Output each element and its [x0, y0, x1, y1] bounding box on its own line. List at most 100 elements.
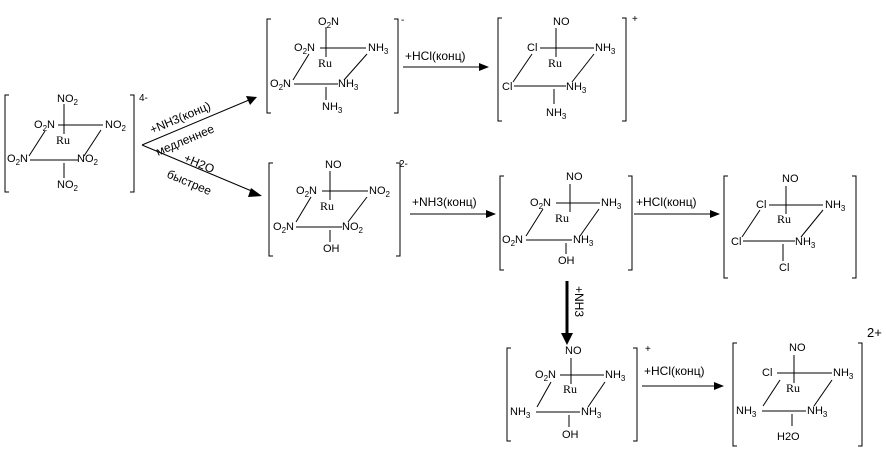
metal-center: Ru	[320, 199, 334, 213]
bracket-left	[499, 175, 504, 271]
bond	[525, 208, 544, 237]
metal-center: Ru	[786, 381, 800, 395]
arrow-hcl-3: +HCl(конц)	[642, 364, 724, 390]
metal-center: Ru	[777, 212, 791, 226]
charge-label: +	[645, 344, 651, 355]
ligand-lower-left: O2N	[273, 221, 294, 235]
bond	[83, 129, 102, 157]
ligand-lower-mid: NO2	[77, 153, 99, 167]
ligand-bottom: NO2	[57, 179, 79, 193]
complex-1: 4- NO2 O2N NO2 Ru O2N NO2 NO2	[4, 93, 148, 193]
bond	[579, 208, 600, 237]
bond	[813, 379, 833, 407]
ligand-lower-right: NH3	[795, 236, 816, 250]
ligand-lower-left: O2N	[270, 78, 291, 92]
bond	[347, 196, 368, 223]
complex-5: NO O2N NH3 Ru O2N NH3 OH	[499, 171, 633, 271]
arrow-label-above: +NH3(конц)	[412, 195, 477, 209]
ligand-bottom: H2O	[777, 431, 800, 443]
ligand-left: O2N	[294, 42, 315, 56]
ligand-right: NO2	[105, 119, 127, 133]
ligand-lower-right: NH3	[807, 405, 828, 419]
bond	[762, 379, 781, 407]
arrow-hcl-1: +HCl(конц)	[403, 49, 489, 71]
ligand-lower-right: NH3	[566, 81, 587, 95]
ligand-left: Cl	[762, 367, 772, 379]
complex-6: NO Cl NH3 Ru Cl NH3 Cl	[723, 173, 857, 279]
ligand-top: NO	[789, 342, 806, 354]
ligand-lower-right: NO2	[342, 221, 364, 235]
bond	[343, 53, 368, 81]
bracket-right	[628, 175, 633, 271]
bond	[28, 130, 46, 157]
ligand-top: NO	[553, 16, 570, 28]
ligand-right: NH3	[605, 369, 626, 383]
ligand-left: O2N	[296, 185, 317, 199]
metal-center: Ru	[548, 56, 562, 70]
bond	[536, 381, 552, 408]
ligand-left: O2N	[535, 369, 556, 383]
bond	[741, 209, 761, 238]
complex-8: 2+ NO Cl NH3 Ru NH3 NH3 H2O	[732, 325, 882, 447]
arrow-nh3-slower: +NH3(конц) медленнее	[141, 96, 257, 159]
bracket-right	[633, 347, 638, 442]
arrow-label-above: +H2O	[182, 151, 217, 176]
ligand-top: NO	[782, 173, 799, 185]
bracket-left	[268, 162, 273, 257]
bond	[571, 53, 595, 83]
ligand-bottom: OH	[562, 429, 579, 441]
charge-label: +	[632, 14, 638, 25]
ligand-lower-right: NH3	[581, 406, 602, 420]
complex-3: + NO Cl NH3 Ru Cl NH3 NH3	[497, 14, 638, 122]
ligand-lower-right: NH3	[338, 78, 359, 92]
ligand-top: O2N	[318, 16, 339, 30]
complex-7: + NO O2N NH3 Ru NH3 NH3 OH	[506, 344, 651, 442]
bracket-left	[506, 347, 511, 442]
ligand-top: NO	[566, 171, 583, 183]
complex-2: - O2N O2N NH3 Ru O2N NH3 NH3	[266, 15, 404, 115]
charge-label: -	[401, 15, 404, 26]
ligand-lower-left: Cl	[731, 236, 741, 248]
arrow-label-above: +HCl(конц)	[405, 49, 466, 63]
ligand-left: O2N	[530, 197, 551, 211]
bracket-left	[732, 342, 737, 447]
ligand-right: NH3	[595, 42, 616, 56]
bracket-right	[130, 94, 135, 193]
ligand-lower-left: O2N	[7, 153, 28, 167]
arrow-label-above: +HCl(конц)	[644, 364, 705, 378]
ligand-top: NO	[325, 159, 342, 171]
charge-label: 4-	[139, 93, 148, 104]
arrow-label-above: +HCl(конц)	[636, 195, 697, 209]
bracket-left	[497, 17, 502, 122]
bracket-left	[4, 94, 9, 193]
charge-label: 2-	[399, 159, 408, 170]
ligand-right: NH3	[601, 197, 622, 211]
bond	[292, 53, 310, 81]
ligand-lower-left: NH3	[510, 406, 531, 420]
ligand-bottom: Cl	[779, 262, 789, 274]
bracket-left	[266, 18, 271, 114]
ligand-left: Cl	[527, 42, 537, 54]
bracket-right	[622, 17, 627, 122]
ligand-top: NO	[565, 345, 582, 357]
arrow-nh3-conc: +NH3(конц)	[410, 195, 496, 218]
arrow-label-side: +NH3	[572, 286, 586, 317]
bracket-right	[852, 175, 857, 279]
ligand-left: O2N	[34, 119, 55, 133]
ligand-lower-left: O2N	[502, 234, 523, 248]
arrow-h2o-faster: +H2O быстрее	[141, 144, 262, 198]
ligand-bottom: NH3	[546, 107, 567, 121]
ligand-bottom: NH3	[322, 101, 343, 115]
ligand-bottom: OH	[323, 243, 340, 255]
ligand-top: NO2	[57, 93, 79, 107]
metal-center: Ru	[318, 56, 332, 70]
ligand-left: Cl	[756, 199, 766, 211]
bond	[587, 381, 606, 408]
arrow-nh3-down: +NH3	[561, 281, 586, 345]
arrow-hcl-2: +HCl(конц)	[634, 195, 720, 218]
charge-label: 2+	[867, 325, 882, 340]
bracket-right	[858, 342, 863, 447]
bracket-right	[396, 162, 401, 257]
ligand-lower-left: NH3	[736, 405, 757, 419]
